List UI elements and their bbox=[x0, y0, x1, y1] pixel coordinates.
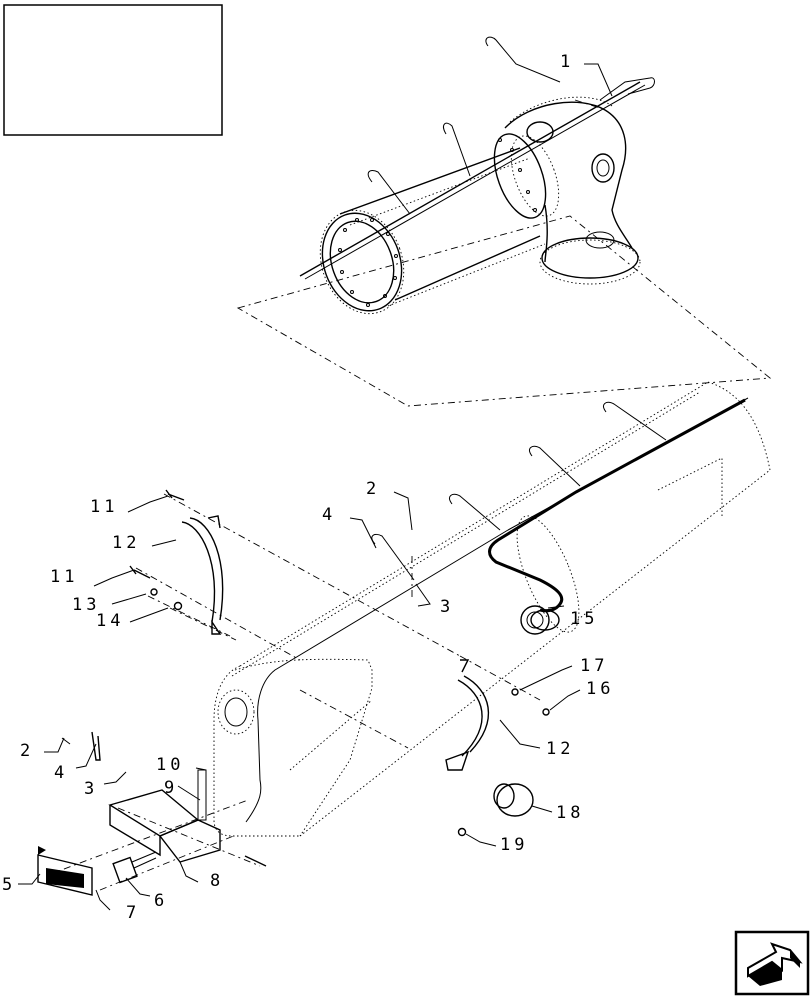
callout-2-upper: 2 bbox=[366, 479, 380, 499]
wire-harness-thick bbox=[488, 398, 746, 613]
callout-labels: 1 2 3 4 2 4 3 5 6 7 8 9 10 11 11 12 12 1… bbox=[2, 52, 614, 923]
callout-4-lower: 4 bbox=[54, 763, 68, 783]
callout-8: 8 bbox=[210, 871, 224, 891]
lamp-18 bbox=[493, 783, 534, 817]
callout-1: 1 bbox=[560, 52, 574, 72]
next-page-arrow-icon[interactable] bbox=[734, 930, 810, 996]
lower-auger-tube bbox=[213, 381, 771, 837]
callout-3-lower: 3 bbox=[84, 779, 98, 799]
callout-9: 9 bbox=[164, 778, 178, 798]
callout-3-upper: 3 bbox=[440, 597, 454, 617]
assembly-lines bbox=[47, 493, 541, 891]
callout-2-lower: 2 bbox=[20, 741, 34, 761]
callout-7: 7 bbox=[126, 903, 140, 923]
mount-bracket bbox=[108, 769, 221, 863]
callout-19: 19 bbox=[500, 835, 528, 855]
switch-6 bbox=[112, 851, 157, 884]
wire-harness bbox=[245, 397, 749, 823]
callout-11-lower: 11 bbox=[50, 567, 78, 587]
callout-14: 14 bbox=[96, 611, 124, 631]
clamp-band-lower bbox=[445, 659, 490, 771]
upper-auger-tube bbox=[236, 36, 772, 407]
callout-18: 18 bbox=[556, 803, 584, 823]
decal-5 bbox=[37, 846, 93, 896]
callout-15: 15 bbox=[570, 609, 598, 629]
callout-16: 16 bbox=[586, 679, 614, 699]
callout-5: 5 bbox=[2, 875, 16, 895]
callout-12-upper: 12 bbox=[112, 533, 140, 553]
callout-17: 17 bbox=[580, 656, 608, 676]
callout-leaders bbox=[18, 63, 613, 911]
clamp-band-upper bbox=[181, 515, 224, 635]
callout-13: 13 bbox=[72, 595, 100, 615]
callout-12-lower: 12 bbox=[546, 739, 574, 759]
bolts bbox=[129, 489, 550, 867]
callout-6: 6 bbox=[154, 891, 168, 911]
callout-11-upper: 11 bbox=[90, 497, 118, 517]
clip-4 bbox=[61, 731, 101, 761]
lamp-15 bbox=[530, 609, 560, 631]
callout-4-upper: 4 bbox=[322, 505, 336, 525]
title-block bbox=[3, 4, 223, 136]
callout-10: 10 bbox=[156, 755, 184, 775]
